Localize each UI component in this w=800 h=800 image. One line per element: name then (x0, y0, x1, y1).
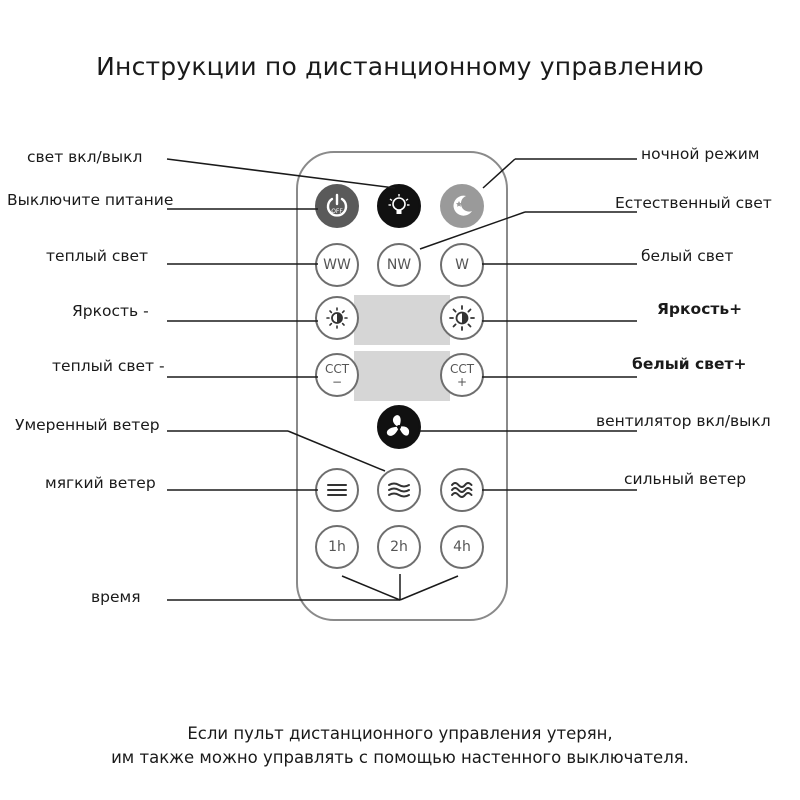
label-brightness-plus: Яркость+ (657, 300, 743, 318)
power-icon: OFF (326, 193, 348, 217)
white-light-button[interactable]: W (440, 243, 484, 287)
label-brightness-minus: Яркость - (72, 302, 149, 320)
night-mode-button[interactable] (440, 184, 484, 228)
label-warm-light-minus: теплый свет - (52, 357, 165, 375)
bulb-icon (388, 194, 410, 214)
brightness-band (354, 295, 450, 345)
label-moderate-wind: Умеренный ветер (15, 416, 160, 434)
cct-plus-label: CCT + (450, 363, 474, 388)
label-time: время (91, 588, 141, 606)
white-light-plus-button[interactable]: CCT + (440, 353, 484, 397)
2h-label: 2h (390, 539, 408, 555)
sun-dim-icon (326, 307, 348, 329)
brightness-minus-button[interactable] (315, 296, 359, 340)
label-strong-wind: сильный ветер (624, 470, 747, 488)
soft-wind-button[interactable] (315, 468, 359, 512)
ww-label: WW (323, 257, 351, 273)
wind-high-icon (451, 482, 473, 498)
label-night-mode: ночной режим (641, 145, 760, 163)
1h-label: 1h (328, 539, 346, 555)
label-fan-onoff: вентилятор вкл/выкл (596, 412, 771, 430)
label-light-onoff: свет вкл/выкл (27, 148, 143, 166)
wind-medium-icon (388, 482, 410, 498)
timer-2h-button[interactable]: 2h (377, 525, 421, 569)
label-white-light-plus: белый свет+ (632, 355, 747, 373)
wind-low-icon (327, 484, 347, 496)
label-white-light: белый свет (641, 247, 734, 265)
label-warm-light: теплый свет (46, 247, 149, 265)
footer-line-1: Если пульт дистанционного управления уте… (187, 724, 613, 743)
footer-line-2: им также можно управлять с помощью насте… (111, 748, 689, 767)
moon-icon (453, 195, 472, 216)
timer-1h-button[interactable]: 1h (315, 525, 359, 569)
sun-bright-icon (449, 305, 475, 331)
moderate-wind-button[interactable] (377, 468, 421, 512)
warm-light-button[interactable]: WW (315, 243, 359, 287)
off-text: OFF (331, 208, 343, 215)
fan-onoff-button[interactable] (377, 405, 421, 449)
natural-light-button[interactable]: NW (377, 243, 421, 287)
fan-icon (386, 415, 410, 436)
color-temp-band (354, 351, 450, 401)
label-power-off: Выключите питание (7, 191, 174, 209)
light-onoff-button[interactable] (377, 184, 421, 228)
strong-wind-button[interactable] (440, 468, 484, 512)
timer-4h-button[interactable]: 4h (440, 525, 484, 569)
power-off-button[interactable]: OFF (315, 184, 359, 228)
brightness-plus-button[interactable] (440, 296, 484, 340)
cct-minus-label: CCT − (325, 363, 349, 388)
warm-light-minus-button[interactable]: CCT − (315, 353, 359, 397)
label-soft-wind: мягкий ветер (45, 474, 156, 492)
minus-text: − (331, 374, 343, 389)
cct-text: CCT (449, 361, 475, 376)
w-label: W (455, 257, 469, 273)
cct-text: CCT (324, 361, 350, 376)
plus-text: + (456, 374, 468, 389)
label-natural-light: Естественный свет (615, 194, 772, 212)
nw-label: NW (386, 257, 412, 273)
page-title: Инструкции по дистанционному управлению (96, 52, 704, 81)
4h-label: 4h (453, 539, 471, 555)
